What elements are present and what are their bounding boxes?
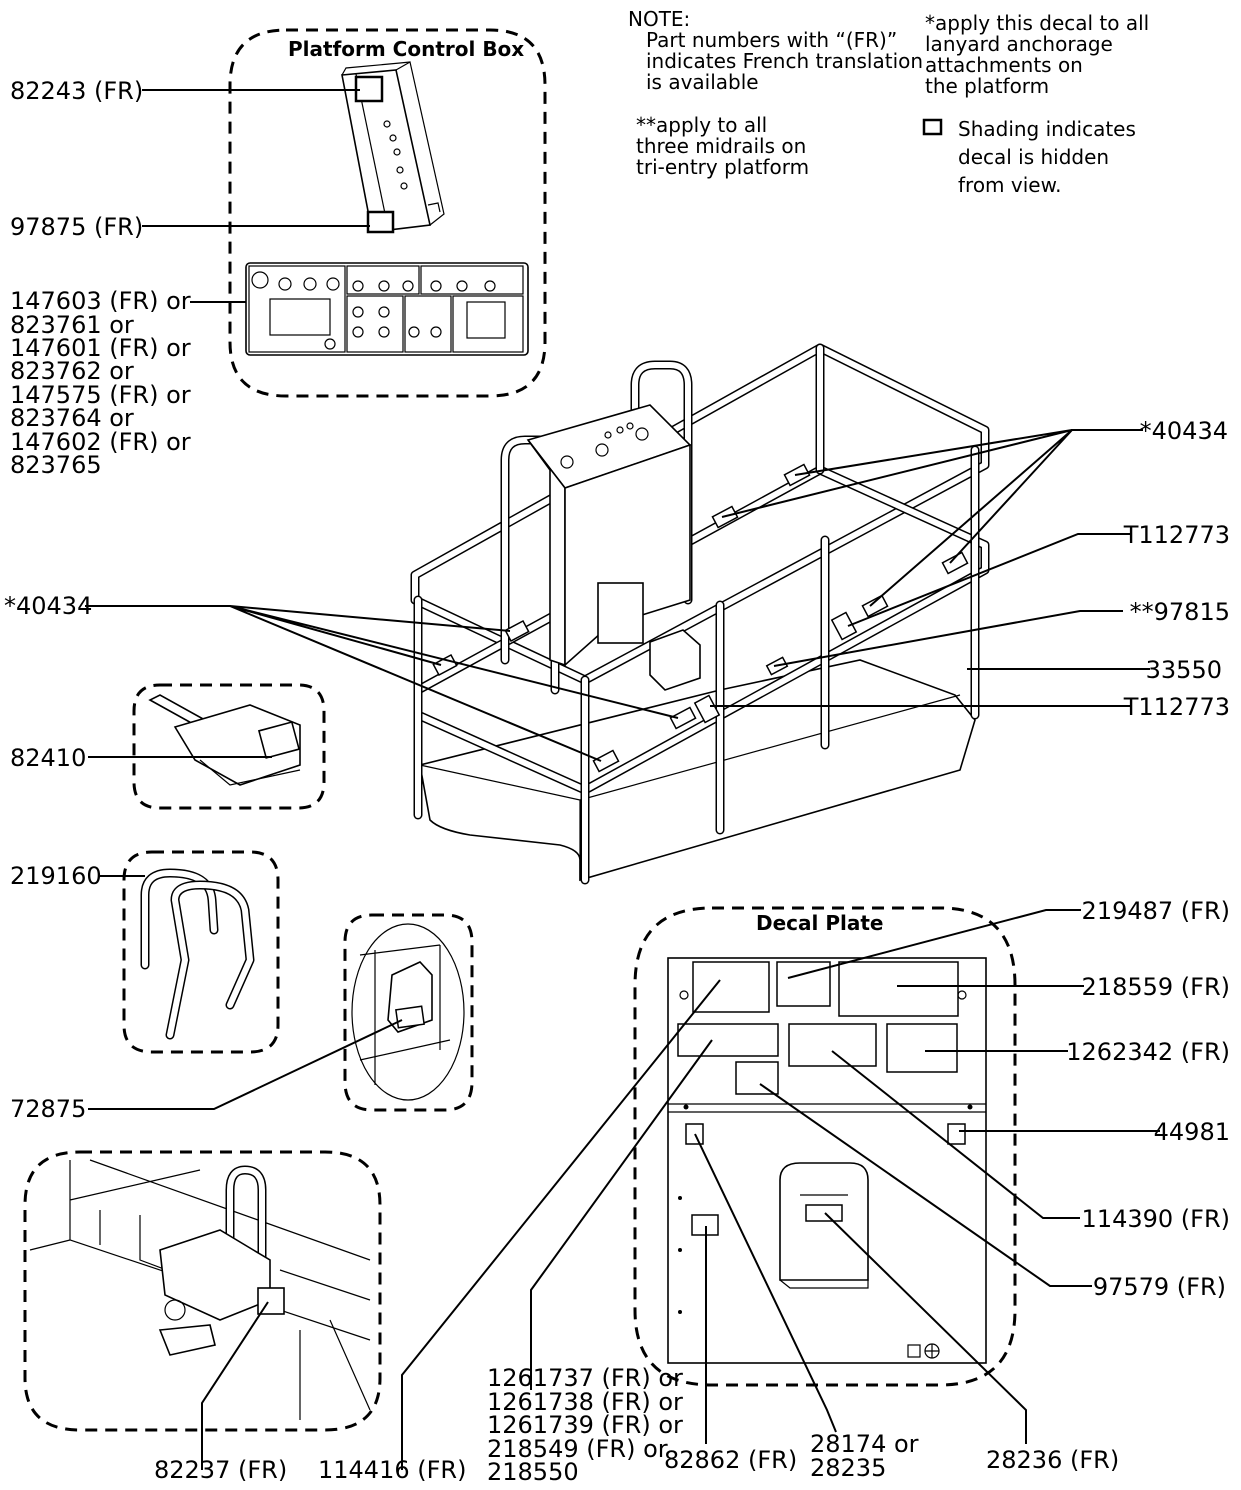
decal-plate-inset: Decal Plate bbox=[633, 906, 1017, 1387]
label-72875: 72875 bbox=[10, 1095, 86, 1123]
inset-platform-entry bbox=[23, 1150, 382, 1432]
anchor-note-1: *apply this decal to all bbox=[925, 11, 1149, 35]
label-40434-right: *40434 bbox=[1140, 417, 1228, 445]
shading-note-2: decal is hidden bbox=[958, 145, 1109, 169]
label-1261737-1: 1261737 (FR) or bbox=[487, 1364, 683, 1392]
anchor-note-4: the platform bbox=[925, 74, 1049, 98]
label-1262342: 1262342 (FR) bbox=[1066, 1038, 1230, 1066]
label-147603-2: 823761 or bbox=[10, 311, 134, 339]
decal-1261737-marker bbox=[677, 1023, 779, 1057]
decal-97579-marker bbox=[735, 1061, 779, 1095]
label-T112773-top: T112773 bbox=[1123, 521, 1230, 549]
label-218559: 218559 (FR) bbox=[1082, 973, 1230, 1001]
decal-97875-marker bbox=[366, 210, 395, 234]
label-147603-4: 823762 or bbox=[10, 357, 134, 385]
inset-82410 bbox=[132, 683, 326, 810]
label-40434-left: *40434 bbox=[4, 592, 92, 620]
decal-28236-marker bbox=[805, 1204, 843, 1222]
decal-plate-outline bbox=[667, 957, 987, 1364]
midrail-note-1: **apply to all bbox=[636, 113, 767, 137]
label-147603-7: 147602 (FR) or bbox=[10, 428, 191, 456]
label-82862: 82862 (FR) bbox=[664, 1446, 797, 1474]
decal-44981-marker bbox=[947, 1123, 966, 1145]
midrail-note-2: three midrails on bbox=[636, 134, 806, 158]
label-97875: 97875 (FR) bbox=[10, 213, 143, 241]
label-97579: 97579 (FR) bbox=[1093, 1273, 1226, 1301]
note-line-2: indicates French translation bbox=[646, 49, 923, 73]
note-line-3: is available bbox=[646, 70, 759, 94]
control-box-drawing bbox=[341, 61, 445, 234]
decal-plate-title: Decal Plate bbox=[756, 911, 883, 935]
hollow-square-icon bbox=[922, 118, 943, 136]
shading-note-1: Shading indicates bbox=[958, 117, 1136, 141]
label-1261737-2: 1261738 (FR) or bbox=[487, 1388, 683, 1416]
shading-note-3: from view. bbox=[958, 173, 1061, 197]
label-82410: 82410 bbox=[10, 744, 86, 772]
label-1261737-3: 1261739 (FR) or bbox=[487, 1411, 683, 1439]
label-147603-5: 147575 (FR) or bbox=[10, 381, 191, 409]
decal-28174-marker bbox=[685, 1123, 704, 1145]
label-219487: 219487 (FR) bbox=[1082, 897, 1230, 925]
label-114416: 114416 (FR) bbox=[318, 1456, 466, 1484]
control-box-inset: Platform Control Box bbox=[228, 28, 547, 398]
label-82237: 82237 (FR) bbox=[154, 1456, 287, 1484]
label-82243: 82243 (FR) bbox=[10, 77, 143, 105]
label-114390: 114390 (FR) bbox=[1082, 1205, 1230, 1233]
decal-114390-marker bbox=[788, 1023, 877, 1067]
label-44981: 44981 bbox=[1154, 1118, 1230, 1146]
platform-drawing bbox=[410, 343, 990, 885]
label-33550: 33550 bbox=[1146, 656, 1222, 684]
notes-block: NOTE: Part numbers with “(FR)” indicates… bbox=[628, 7, 1149, 197]
inset-72875 bbox=[343, 913, 474, 1112]
label-147603-1: 147603 (FR) or bbox=[10, 287, 191, 315]
note-title: NOTE: bbox=[628, 7, 690, 31]
decal-1262342-marker bbox=[886, 1023, 958, 1073]
anchor-note-3: attachments on bbox=[925, 53, 1083, 77]
leader-lines bbox=[85, 89, 1160, 1470]
decal-114416-marker bbox=[692, 961, 770, 1013]
label-28174-1: 28174 or bbox=[810, 1430, 919, 1458]
label-219160: 219160 bbox=[10, 862, 102, 890]
label-147603-3: 147601 (FR) or bbox=[10, 334, 191, 362]
label-T112773-bottom: T112773 bbox=[1123, 693, 1230, 721]
decal-218559-marker bbox=[838, 961, 959, 1017]
inset-219160 bbox=[122, 850, 280, 1054]
anchor-note-2: lanyard anchorage bbox=[925, 32, 1113, 56]
note-line-1: Part numbers with “(FR)” bbox=[646, 28, 897, 52]
label-147603-6: 823764 or bbox=[10, 404, 134, 432]
control-box-title: Platform Control Box bbox=[288, 37, 524, 61]
part-labels: 82243 (FR) 97875 (FR) 147603 (FR) or 823… bbox=[4, 77, 1230, 1486]
decal-82243-marker bbox=[354, 75, 384, 103]
label-97815: **97815 bbox=[1130, 598, 1230, 626]
label-1261737-4: 218549 (FR) or bbox=[487, 1435, 668, 1463]
label-1261737-5: 218550 bbox=[487, 1458, 579, 1486]
label-28174-2: 28235 bbox=[810, 1454, 886, 1482]
label-28236: 28236 (FR) bbox=[986, 1446, 1119, 1474]
control-panel-drawing bbox=[245, 262, 529, 356]
control-box-border bbox=[228, 28, 547, 398]
label-147603-8: 823765 bbox=[10, 451, 102, 479]
floor-pan bbox=[419, 659, 976, 882]
midrail-note-3: tri-entry platform bbox=[636, 155, 809, 179]
